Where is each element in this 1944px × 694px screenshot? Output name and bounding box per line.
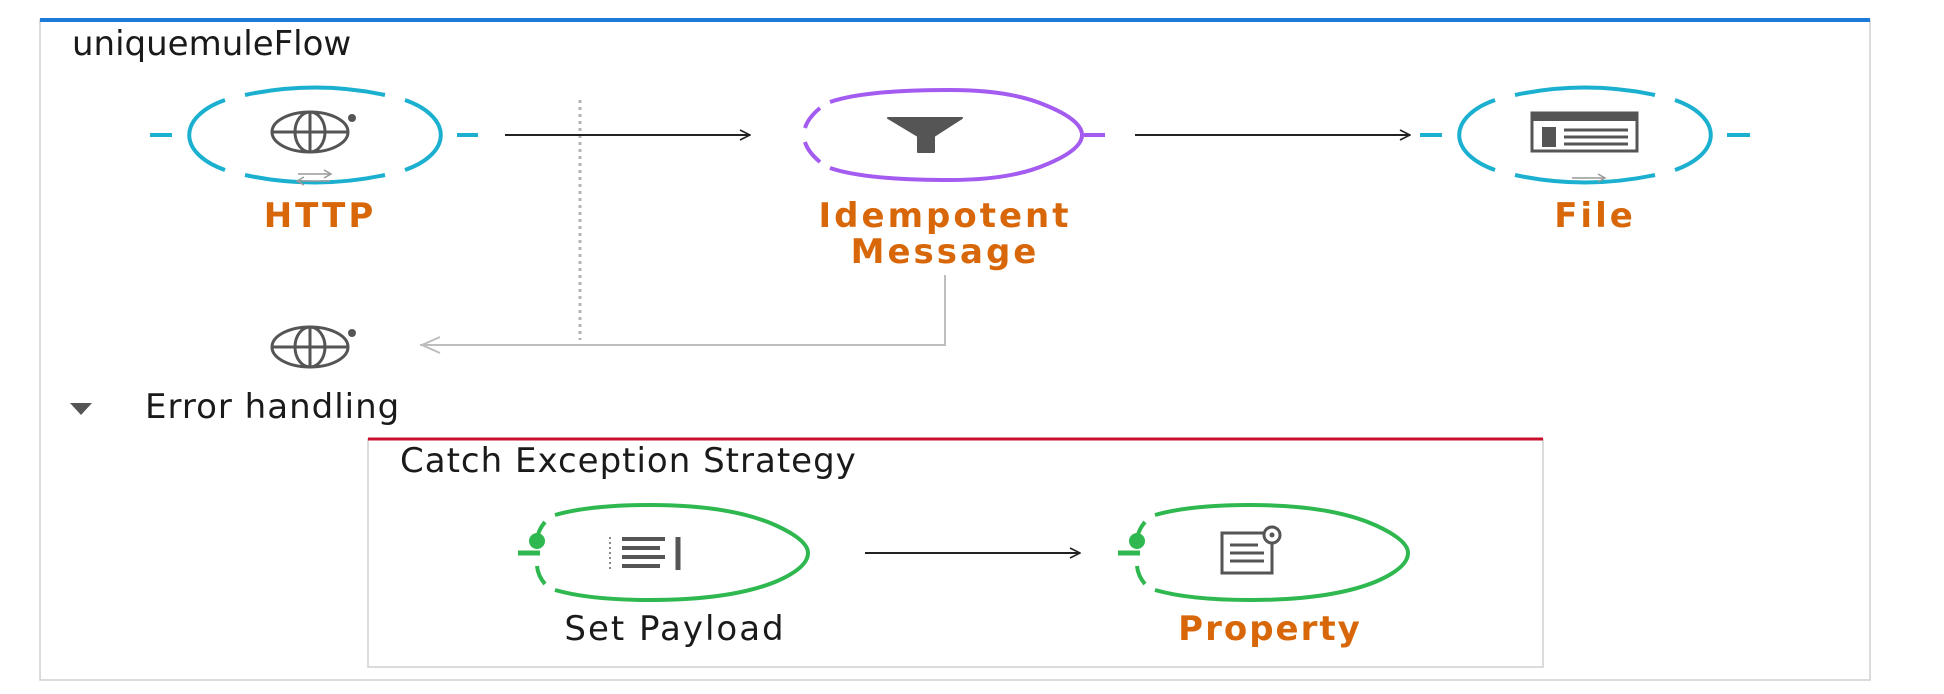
response-globe-icon — [270, 325, 356, 369]
file-node[interactable]: File — [1420, 85, 1750, 237]
response-return-path — [419, 275, 946, 354]
idempotent-message-node[interactable]: Idempotent Message — [803, 87, 1105, 272]
idempotent-label-line1: Idempotent — [819, 196, 1072, 236]
set-payload-node[interactable]: Set Payload — [518, 502, 811, 649]
file-label: File — [1554, 196, 1636, 236]
http-node[interactable]: HTTP — [150, 85, 478, 237]
error-handling-label: Error handling — [145, 387, 400, 427]
exchange-arrows-icon — [295, 169, 333, 186]
globe-icon — [270, 110, 356, 154]
set-payload-icon — [609, 537, 681, 570]
filter-icon — [887, 117, 963, 153]
property-label: Property — [1178, 609, 1362, 649]
http-label: HTTP — [264, 196, 377, 236]
collapse-triangle-icon — [70, 403, 92, 415]
flow-title: uniquemuleFlow — [72, 24, 351, 64]
property-icon — [1220, 525, 1282, 575]
set-payload-label: Set Payload — [564, 609, 785, 649]
strategy-title: Catch Exception Strategy — [400, 441, 857, 481]
property-node[interactable]: Property — [1118, 502, 1411, 649]
file-icon — [1530, 111, 1639, 153]
outbound-arrow-icon — [1572, 173, 1607, 183]
idempotent-label-line2: Message — [851, 232, 1040, 272]
error-handling-toggle[interactable]: Error handling — [70, 387, 400, 427]
